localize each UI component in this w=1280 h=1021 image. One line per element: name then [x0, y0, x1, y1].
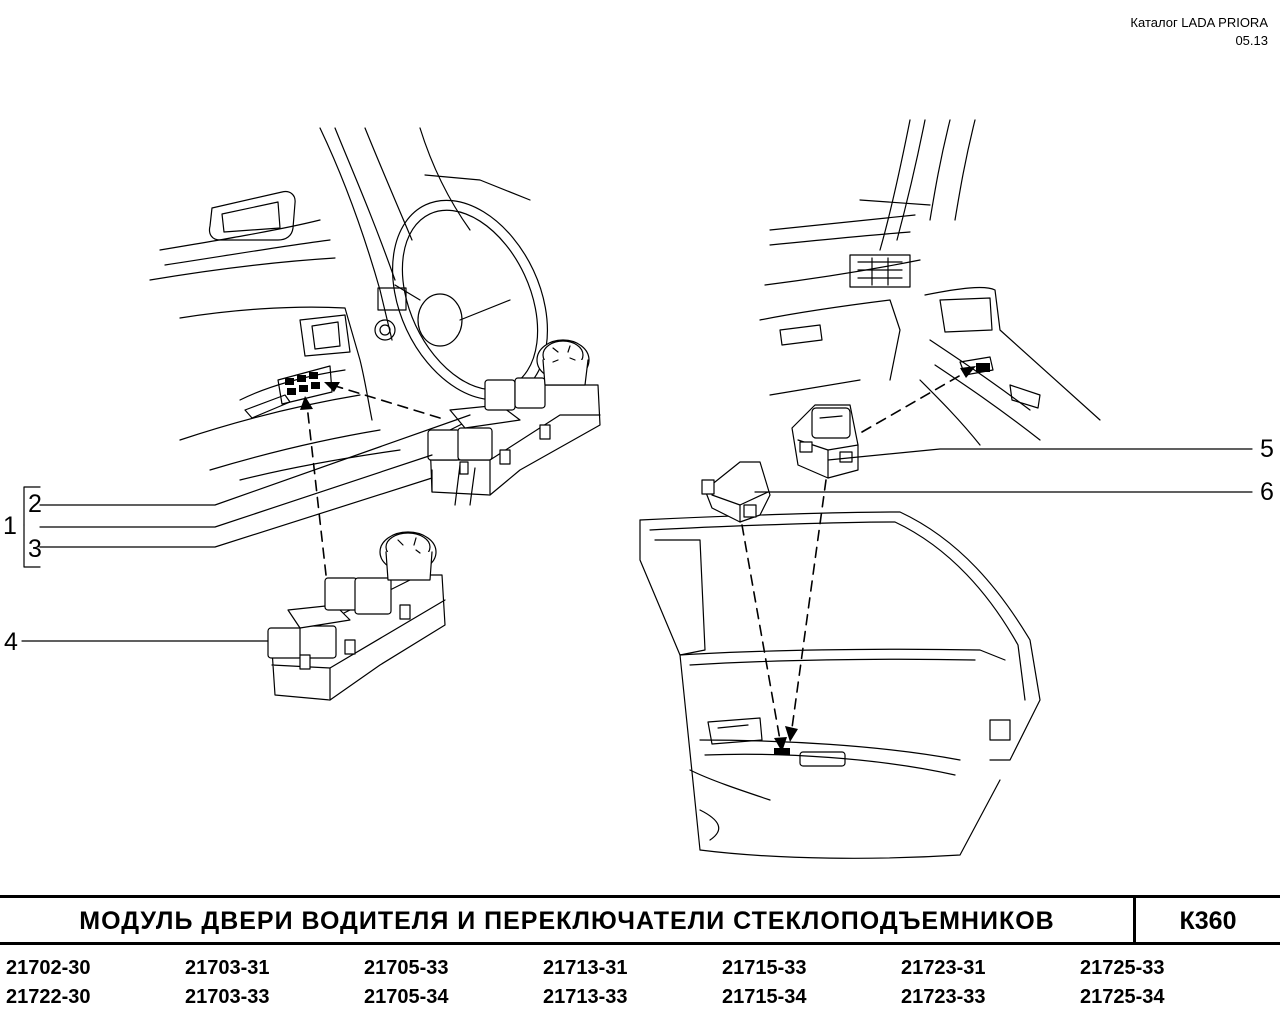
model-code: 21713-33	[543, 986, 628, 1008]
model-code: 21703-33	[185, 986, 270, 1008]
model-code: 21713-31	[543, 957, 628, 979]
model-code: 21715-34	[722, 986, 807, 1008]
driver-door-module-upper	[427, 339, 601, 506]
callout-2: 2	[28, 490, 42, 518]
left-cabin-sketch	[149, 127, 549, 481]
callout-6: 6	[1260, 478, 1274, 506]
model-row: 21722-30 21703-33 21705-34 21713-33 2171…	[0, 984, 1280, 1010]
page-header: Каталог LADA PRIORA 05.13	[1130, 14, 1268, 50]
switch-trim-cover	[701, 461, 771, 523]
page-code: К360	[1179, 907, 1237, 935]
model-code: 21725-34	[1080, 986, 1165, 1008]
exploded-view-drawing	[21, 119, 1253, 859]
model-code: 21705-33	[364, 957, 449, 979]
rear-door-sketch	[639, 511, 1041, 859]
driver-door-module-lower	[267, 531, 446, 701]
left-leader-lines	[21, 414, 471, 642]
model-code: 21702-30	[6, 957, 91, 979]
title-bar: МОДУЛЬ ДВЕРИ ВОДИТЕЛЯ И ПЕРЕКЛЮЧАТЕЛИ СТ…	[0, 895, 1280, 945]
catalog-name: Каталог LADA PRIORA	[1130, 15, 1268, 30]
page-title: МОДУЛЬ ДВЕРИ ВОДИТЕЛЯ И ПЕРЕКЛЮЧАТЕЛИ СТ…	[79, 907, 1055, 935]
right-assembly-arrows	[741, 371, 967, 741]
callout-4: 4	[4, 628, 18, 656]
right-leader-lines	[754, 448, 1253, 493]
model-row: 21702-30 21703-31 21705-33 21713-31 2171…	[0, 955, 1280, 981]
model-code: 21715-33	[722, 957, 807, 979]
model-code: 21705-34	[364, 986, 449, 1008]
callout-3: 3	[28, 535, 42, 563]
callout-1: 1	[3, 512, 17, 540]
callout-5: 5	[1260, 435, 1274, 463]
catalog-date: 05.13	[1235, 33, 1268, 48]
right-cabin-sketch	[759, 119, 1101, 446]
model-code: 21703-31	[185, 957, 270, 979]
title-divider	[1133, 898, 1136, 942]
model-code: 21723-31	[901, 957, 986, 979]
left-assembly-arrows	[306, 384, 441, 576]
rear-window-switch	[791, 404, 859, 479]
model-code: 21722-30	[6, 986, 91, 1008]
model-code: 21723-33	[901, 986, 986, 1008]
model-code: 21725-33	[1080, 957, 1165, 979]
